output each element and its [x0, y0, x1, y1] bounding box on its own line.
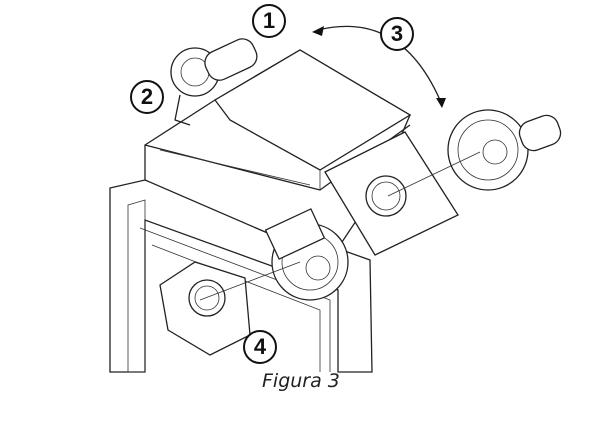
mounting-plate-left: [159, 261, 251, 356]
callout-1: 1: [252, 4, 286, 38]
stove-body: [144, 49, 412, 261]
figure-caption: Figura 3: [262, 370, 340, 392]
callout-4: 4: [243, 330, 277, 364]
fan-removed: [387, 109, 562, 197]
fan-top: [170, 38, 258, 126]
callout-3: 3: [380, 17, 414, 51]
callout-2: 2: [130, 80, 164, 114]
fan-mounted: [199, 208, 349, 301]
mounting-plate-right: [324, 131, 459, 256]
